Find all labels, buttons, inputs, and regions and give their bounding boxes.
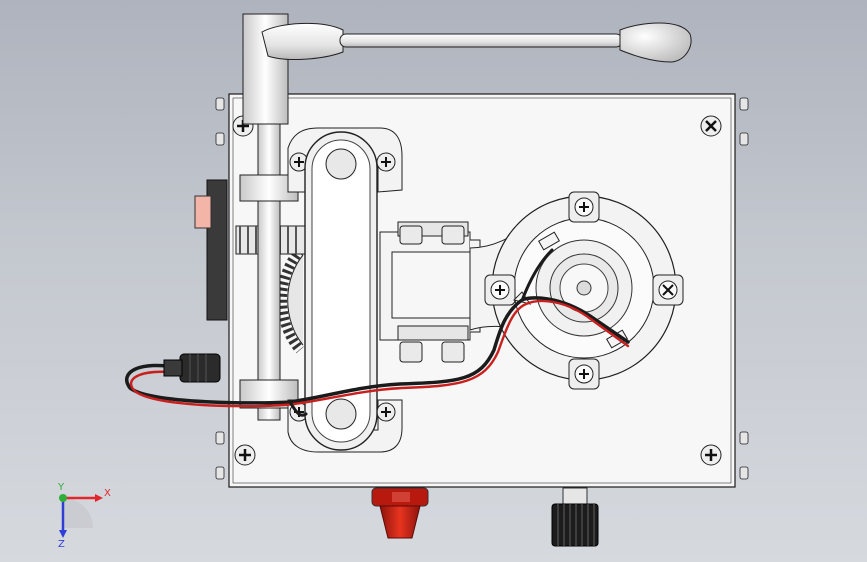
cable-connector [163,353,221,383]
x-axis-label: X [104,488,111,499]
link-bar [304,131,378,451]
dial-screws [484,191,684,390]
y-axis-label: Y [57,482,65,493]
edge-screws [215,97,749,480]
coordinate-triad: X Y Z [57,482,111,550]
red-knob[interactable] [371,487,429,539]
black-knob[interactable] [551,487,599,547]
side-motor [194,179,228,321]
z-axis-label: Z [58,539,65,550]
dial-housing [491,195,677,381]
lever-handle[interactable] [242,13,692,125]
cable [125,248,630,417]
